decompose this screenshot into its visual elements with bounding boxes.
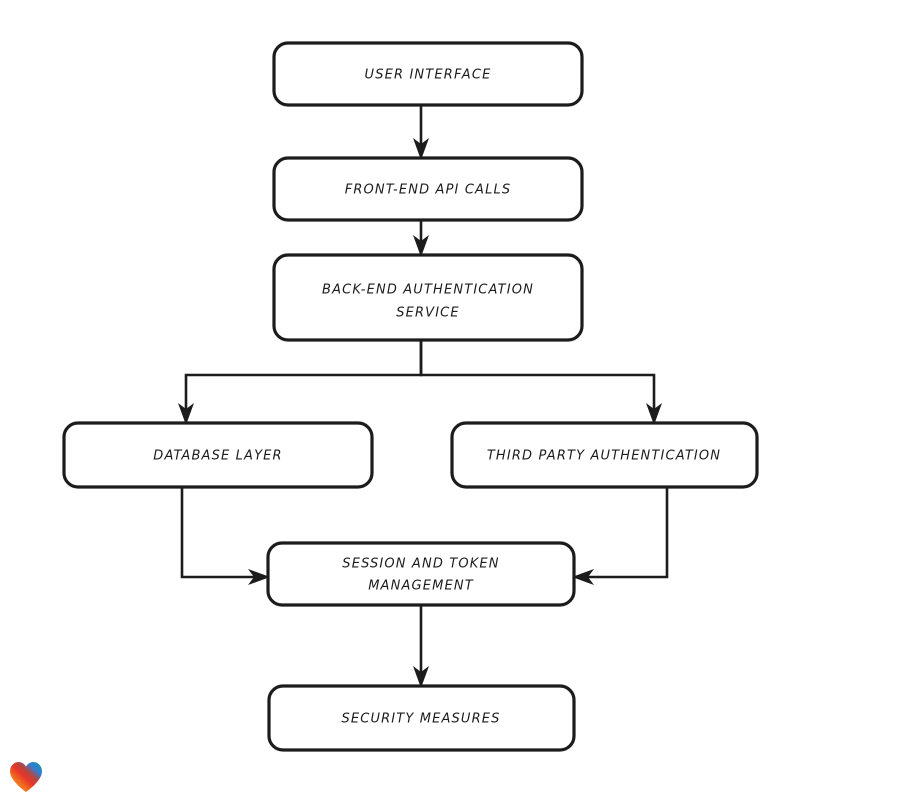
edge-database-to-session-arrowhead (248, 569, 270, 585)
node-session-and-token-management-label-line1: SESSION AND TOKEN (342, 557, 499, 572)
edge-backend-to-database (178, 340, 423, 425)
node-front-end-api-calls-label: FRONT-END API CALLS (345, 183, 512, 198)
edges-layer (178, 105, 669, 688)
nodes-layer: USER INTERFACE FRONT-END API CALLS BACK-… (62, 41, 759, 752)
edge-thirdparty-to-session-arrowhead (572, 569, 594, 585)
edge-ui-to-frontend (413, 105, 429, 160)
edge-thirdparty-to-session (572, 487, 669, 585)
edge-ui-to-frontend-arrowhead (413, 138, 429, 160)
node-session-and-token-management-box[interactable] (266, 541, 576, 607)
node-back-end-authentication-service-box[interactable] (272, 253, 584, 342)
node-third-party-authentication[interactable]: THIRD PARTY AUTHENTICATION (450, 421, 759, 489)
node-back-end-authentication-service-label-line2: SERVICE (396, 306, 460, 321)
edge-database-to-session-line (180, 487, 262, 579)
edge-backend-to-database-arrowhead (178, 403, 194, 425)
node-front-end-api-calls-box[interactable] (272, 156, 584, 222)
edge-frontend-to-backend-arrowhead (413, 235, 429, 257)
heart-logo-icon (10, 762, 42, 792)
node-security-measures-label: SECURITY MEASURES (341, 712, 500, 727)
node-session-and-token-management-label-line2: MANAGEMENT (368, 579, 474, 594)
node-third-party-authentication-box[interactable] (450, 421, 759, 489)
node-database-layer-box[interactable] (62, 421, 374, 489)
edge-frontend-to-backend (413, 220, 429, 257)
node-user-interface-box[interactable] (272, 41, 584, 107)
node-third-party-authentication-label: THIRD PARTY AUTHENTICATION (487, 449, 721, 464)
node-security-measures[interactable]: SECURITY MEASURES (267, 684, 576, 752)
node-front-end-api-calls[interactable]: FRONT-END API CALLS (272, 156, 584, 222)
edge-thirdparty-to-session-line (580, 487, 669, 579)
node-back-end-authentication-service-label-line1: BACK-END AUTHENTICATION (322, 283, 534, 298)
node-security-measures-box[interactable] (267, 684, 576, 752)
edge-session-to-security-arrowhead (413, 666, 429, 688)
node-session-and-token-management[interactable]: SESSION AND TOKEN MANAGEMENT (266, 541, 576, 607)
node-back-end-authentication-service[interactable]: BACK-END AUTHENTICATION SERVICE (272, 253, 584, 342)
edge-database-to-session (180, 487, 270, 585)
edge-backend-to-thirdparty-arrowhead (646, 403, 662, 425)
node-user-interface-label: USER INTERFACE (365, 68, 492, 83)
edge-backend-to-database-line (184, 340, 423, 417)
node-user-interface[interactable]: USER INTERFACE (272, 41, 584, 107)
edge-backend-to-thirdparty-line (419, 340, 656, 417)
node-database-layer-label: DATABASE LAYER (153, 449, 282, 464)
edge-backend-to-thirdparty (419, 340, 662, 425)
edge-session-to-security (413, 605, 429, 688)
node-database-layer[interactable]: DATABASE LAYER (62, 421, 374, 489)
